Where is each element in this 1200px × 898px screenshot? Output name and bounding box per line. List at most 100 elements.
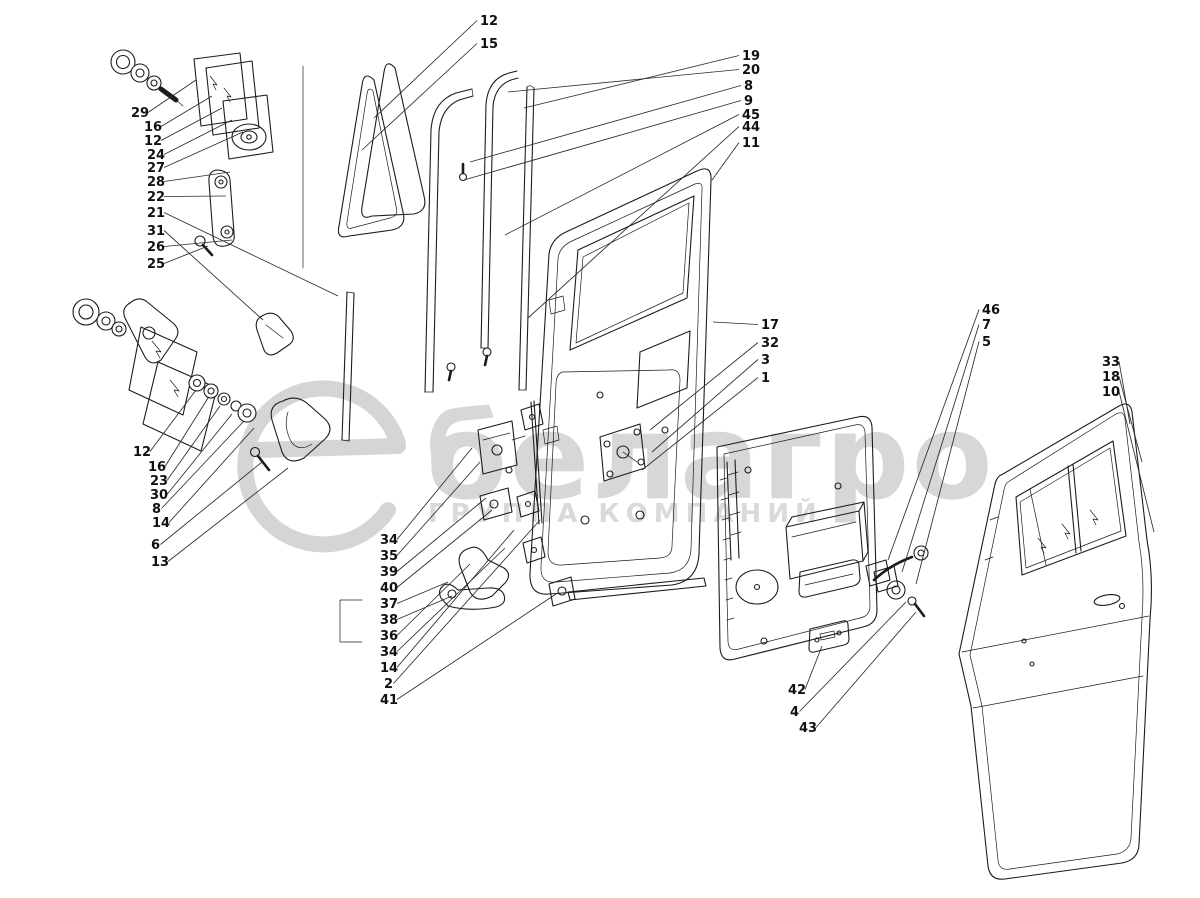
callout-8: 8 <box>152 502 161 517</box>
leader-line-29 <box>147 79 197 113</box>
callout-46: 46 <box>982 303 1000 318</box>
leader-line-16 <box>160 95 213 127</box>
watermark-subtitle: ГРУППА КОМПАНИЙ <box>428 497 823 529</box>
callout-21: 21 <box>147 206 165 221</box>
leader-line-32 <box>649 342 759 431</box>
callout-16: 16 <box>144 120 162 135</box>
leader-line-41 <box>396 593 557 700</box>
callout-12: 12 <box>480 14 498 29</box>
door-frame <box>529 168 712 595</box>
callout-40: 40 <box>380 581 398 596</box>
belagro-ring-logo <box>237 380 406 553</box>
watermark-brand: белагро <box>425 388 995 526</box>
leader-line-28 <box>163 171 231 182</box>
callout-14: 14 <box>152 516 170 531</box>
leader-line-7 <box>901 324 980 573</box>
callout-12: 12 <box>133 445 151 460</box>
callout-33: 33 <box>1102 355 1120 370</box>
leader-line-26 <box>163 239 233 247</box>
callout-30: 30 <box>150 488 168 503</box>
callout-20: 20 <box>742 63 760 78</box>
callout-36: 36 <box>380 629 398 644</box>
callout-bracket-37-38 <box>339 599 363 643</box>
assembled-door <box>958 403 1152 880</box>
callout-9: 9 <box>744 94 753 109</box>
callout-31: 31 <box>147 224 165 239</box>
leader-line-30 <box>166 413 233 495</box>
lower-hinge-parts <box>72 298 331 472</box>
leader-line-5 <box>915 341 980 585</box>
callout-17: 17 <box>761 318 779 333</box>
callout-6: 6 <box>151 538 160 553</box>
leader-line-35 <box>396 461 481 556</box>
leader-line-1 <box>641 377 759 471</box>
leader-line-25 <box>163 245 209 264</box>
leader-line-4 <box>799 601 907 712</box>
callout-12: 12 <box>144 134 162 149</box>
leader-line-12 <box>149 389 197 452</box>
callout-28: 28 <box>147 175 165 190</box>
leader-line-21 <box>163 212 339 297</box>
leader-line-39 <box>396 497 487 572</box>
callout-15: 15 <box>480 37 498 52</box>
callout-19: 19 <box>742 49 760 64</box>
leader-line-44 <box>527 126 740 319</box>
lock-parts <box>438 400 576 610</box>
callout-29: 29 <box>131 106 149 121</box>
leader-line-17 <box>712 321 759 325</box>
leader-line-33 <box>1118 361 1131 425</box>
leader-line-23 <box>166 405 221 481</box>
callout-43: 43 <box>799 721 817 736</box>
division-channel-strip <box>341 291 355 442</box>
callout-26: 26 <box>147 240 165 255</box>
leader-line-31 <box>163 230 264 321</box>
leader-line-8 <box>161 420 245 509</box>
callout-13: 13 <box>151 555 169 570</box>
callout-3: 3 <box>761 353 770 368</box>
leader-line-38 <box>396 595 453 620</box>
leader-line-12 <box>160 107 223 141</box>
callout-35: 35 <box>380 549 398 564</box>
callout-23: 23 <box>150 474 168 489</box>
leader-line-6 <box>160 461 263 545</box>
callout-27: 27 <box>147 161 165 176</box>
callout-42: 42 <box>788 683 806 698</box>
leader-line-43 <box>815 611 917 728</box>
leader-line-2 <box>393 519 541 684</box>
leader-line-12 <box>373 20 478 119</box>
callout-11: 11 <box>742 136 760 151</box>
leader-line-10 <box>1118 391 1155 533</box>
callout-32: 32 <box>761 336 779 351</box>
callout-39: 39 <box>380 565 398 580</box>
callout-14: 14 <box>380 661 398 676</box>
callout-25: 25 <box>147 257 165 272</box>
leader-line-19 <box>523 55 740 109</box>
callout-34: 34 <box>380 645 398 660</box>
callout-22: 22 <box>147 190 165 205</box>
leader-line-45 <box>504 114 740 236</box>
leader-line-36 <box>396 563 471 636</box>
leader-line-8 <box>469 85 742 163</box>
leader-line-11 <box>711 142 740 181</box>
leader-line-34 <box>396 547 506 652</box>
callout-layer: 1215192089454411291612242728222131262512… <box>131 14 1155 736</box>
leader-line-16 <box>164 397 209 467</box>
callout-44: 44 <box>742 120 760 135</box>
callout-2: 2 <box>384 677 393 692</box>
leader-line-40 <box>396 509 493 588</box>
leader-line-34 <box>396 447 473 540</box>
callout-8: 8 <box>744 79 753 94</box>
callout-4: 4 <box>790 705 799 720</box>
leader-line-3 <box>651 359 759 453</box>
regulator-handle-parts <box>865 545 929 618</box>
callout-5: 5 <box>982 335 991 350</box>
leader-line-20 <box>507 69 740 93</box>
leader-line-37 <box>396 581 449 604</box>
callout-24: 24 <box>147 148 165 163</box>
callout-37: 37 <box>380 597 398 612</box>
leader-line-24 <box>163 119 233 155</box>
callout-34: 34 <box>380 533 398 548</box>
upper-hinge-parts <box>110 49 274 257</box>
